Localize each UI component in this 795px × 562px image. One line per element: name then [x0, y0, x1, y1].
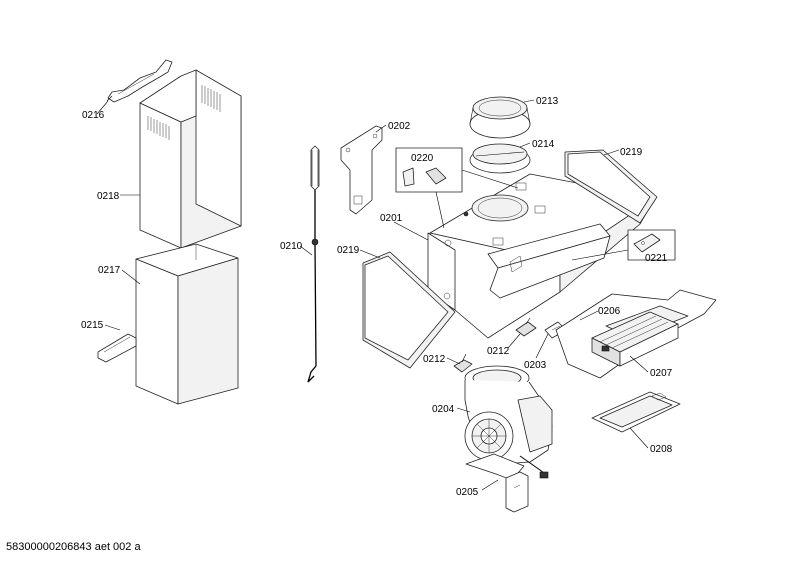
part-0218-upper-chimney: [139, 69, 242, 249]
part-0214-backflow-flap: [469, 143, 531, 174]
document-number: 58300000206843 aet 002 a: [6, 541, 141, 553]
label-0212-left: 0212: [423, 354, 446, 365]
label-0212-right: 0212: [487, 346, 510, 357]
part-0204-blower-motor: [464, 365, 553, 479]
label-0205: 0205: [456, 487, 479, 498]
label-0216: 0216: [82, 110, 105, 121]
label-0204: 0204: [432, 404, 455, 415]
part-0201-hood-body: [427, 173, 656, 339]
leader-lines: [96, 99, 649, 491]
label-0206: 0206: [598, 306, 621, 317]
label-0201: 0201: [380, 213, 403, 224]
label-0220: 0220: [411, 153, 434, 164]
label-0214: 0214: [532, 139, 555, 150]
label-0208: 0208: [650, 444, 673, 455]
part-0220-callout-box: [395, 147, 463, 193]
label-0210: 0210: [280, 241, 303, 252]
part-0213-outlet-ring: [469, 96, 531, 139]
part-0221-callout-box: [627, 229, 676, 261]
part-0216-bracket: [106, 59, 173, 103]
part-0205-mounting-plate: [465, 453, 529, 513]
label-0213: 0213: [536, 96, 559, 107]
part-0215-bracket: [97, 333, 137, 363]
part-0207-carbon-filter: [591, 311, 679, 367]
label-0218: 0218: [97, 191, 120, 202]
label-0202: 0202: [388, 121, 411, 132]
part-labels: 0216 0218 0217 0215 0210 0202 0220 0201 …: [81, 96, 673, 498]
part-0210-cable: [307, 145, 320, 383]
part-0208-grease-filter: [591, 391, 681, 433]
part-0219-side-panel-left: [362, 251, 456, 369]
label-0219-left: 0219: [337, 245, 360, 256]
label-0215: 0215: [81, 320, 104, 331]
part-0219-side-panel-right: [564, 149, 658, 224]
part-0212-clip-right: [515, 317, 537, 337]
part-0217-lower-chimney: [135, 243, 239, 405]
label-0203: 0203: [524, 360, 547, 371]
part-0212-clip-left: [453, 353, 473, 373]
label-0217: 0217: [98, 265, 121, 276]
label-0221: 0221: [645, 253, 668, 264]
label-0219-right: 0219: [620, 147, 643, 158]
part-0202-bracket: [340, 125, 383, 215]
label-0207: 0207: [650, 368, 673, 379]
